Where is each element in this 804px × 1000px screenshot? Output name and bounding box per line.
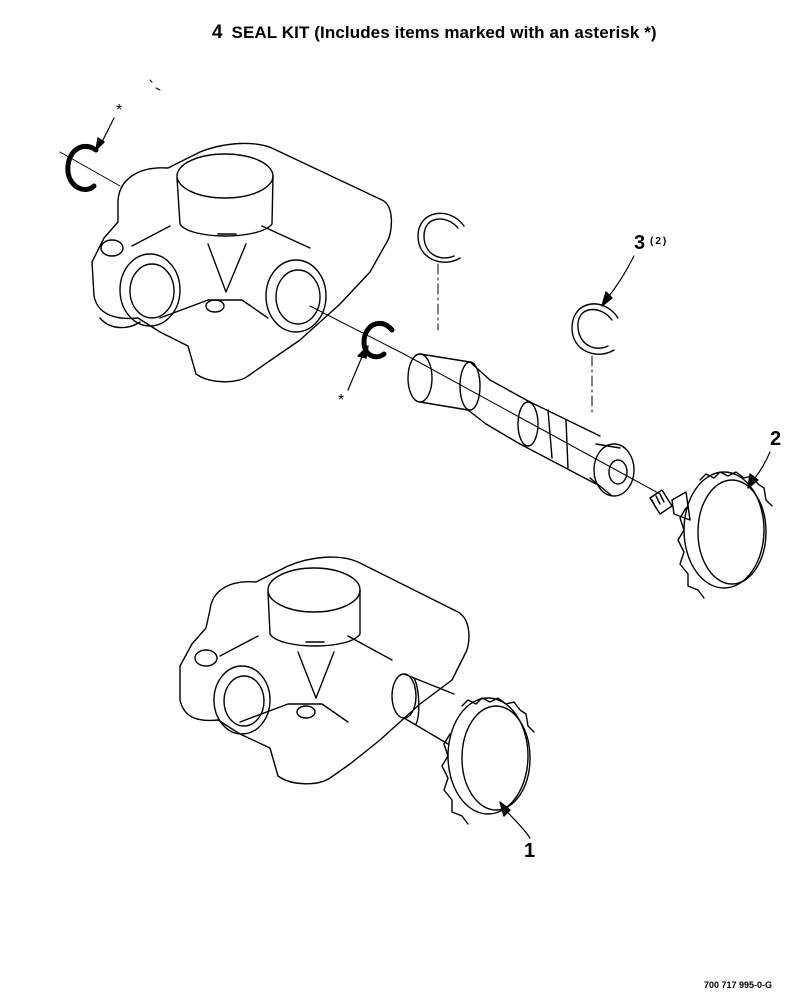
knob-assembled: [441, 697, 535, 825]
callout-item-3: 3: [634, 232, 646, 254]
asterisk-top: *: [116, 102, 123, 119]
leader-asterisk-top: [95, 117, 115, 151]
asterisk-bottom: *: [338, 392, 345, 409]
valve-stem: [407, 353, 635, 497]
o-ring-left: [65, 143, 99, 192]
valve-body-exploded: [91, 142, 393, 383]
leader-item-3: [601, 255, 635, 307]
leader-item-2: [747, 451, 771, 489]
retaining-ring-upper: [417, 212, 465, 263]
valve-body-assembled: [179, 556, 470, 785]
callout-item-3-quantity: (2): [650, 236, 669, 247]
seal-kit-item-number: 4: [212, 22, 223, 43]
figure-code: 700 717 995-0-G: [704, 980, 773, 990]
leader-asterisk-bottom: [347, 345, 369, 391]
page-title: 4 SEAL KIT (Includes items marked with a…: [212, 22, 657, 44]
callout-item-1: 1: [524, 840, 536, 862]
retaining-ring-lower: [571, 303, 619, 355]
leader-item-1: [499, 801, 531, 839]
seal-kit-title: SEAL KIT (Includes items marked with an …: [231, 23, 657, 42]
o-ring-right: [361, 320, 395, 360]
callout-item-2: 2: [770, 428, 782, 450]
knob-exploded: [649, 471, 773, 599]
